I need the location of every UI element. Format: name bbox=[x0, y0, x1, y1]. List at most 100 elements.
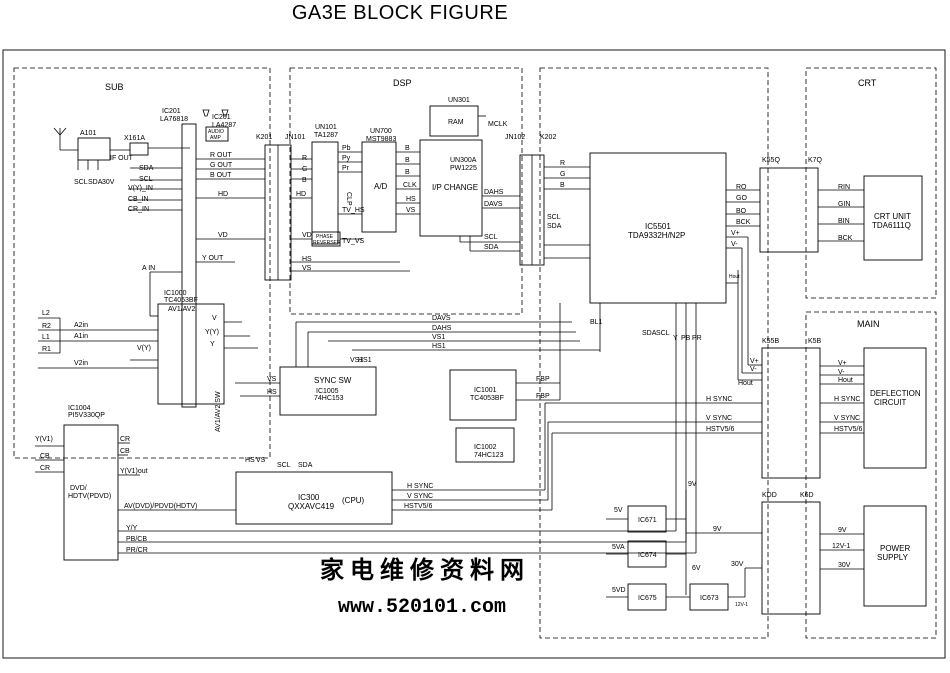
bin-label: BIN bbox=[838, 218, 850, 225]
un300a-box bbox=[419, 139, 483, 237]
watermark-url: www.520101.com bbox=[338, 596, 506, 619]
pbcb-label: PB/CB bbox=[126, 536, 147, 543]
ic300-cpu: (CPU) bbox=[342, 496, 365, 505]
v12-reg: 12V-1 bbox=[735, 602, 748, 608]
ip-change: I/P CHANGE bbox=[432, 183, 478, 192]
v12-power: 12V-1 bbox=[832, 543, 850, 550]
l1-label: L1 bbox=[42, 334, 50, 341]
scl-tda: SCL bbox=[656, 330, 670, 337]
k6d-label: K6D bbox=[800, 492, 814, 499]
v30-power: 30V bbox=[838, 562, 851, 569]
main-section bbox=[805, 311, 937, 639]
vplus-k55b: V+ bbox=[750, 358, 759, 365]
v5d-label: 5VD bbox=[612, 587, 626, 594]
k55b-label: K55B bbox=[762, 338, 779, 345]
ad-label: A/D bbox=[374, 182, 388, 191]
v30-pin: 30V bbox=[102, 179, 115, 186]
vs1-label: VS1 bbox=[350, 357, 363, 364]
v9-power: 9V bbox=[838, 527, 847, 534]
tda-section bbox=[539, 67, 769, 639]
vminus-k55b: V- bbox=[750, 366, 757, 373]
bck2-label: BCK bbox=[838, 235, 853, 242]
ic1005-box bbox=[279, 366, 377, 416]
ic201b-part: LA4287 bbox=[212, 122, 236, 129]
cr-out: CR bbox=[120, 436, 130, 443]
v-label: V bbox=[212, 315, 217, 322]
dsp-section bbox=[289, 67, 523, 315]
speaker-icon bbox=[202, 109, 229, 117]
ic1002-box bbox=[455, 427, 515, 463]
ic675-label: IC675 bbox=[638, 595, 657, 602]
gin-label: GIN bbox=[838, 201, 850, 208]
yy2-label: Y/Y bbox=[126, 525, 138, 532]
av-dvd: AV(DVD)/PDVD(HDTV) bbox=[124, 503, 197, 510]
power-box bbox=[863, 505, 927, 607]
dvd-1: DVD/ bbox=[70, 485, 87, 492]
un101-name: UN101 bbox=[315, 124, 337, 131]
hd-un101: HD bbox=[296, 191, 306, 198]
x161a-label: X161A bbox=[124, 135, 145, 142]
fbp-1: FBP bbox=[536, 376, 550, 383]
un700-name: UN700 bbox=[370, 128, 392, 135]
a101-box bbox=[77, 137, 111, 161]
k202-label: K202 bbox=[540, 134, 556, 141]
y-out: Y OUT bbox=[202, 255, 224, 262]
outer-frame bbox=[2, 49, 946, 659]
a-in: A IN bbox=[142, 265, 155, 272]
k201-label: K201 bbox=[256, 134, 272, 141]
vsync-main: V SYNC bbox=[834, 415, 860, 422]
un300a-name: UN300A bbox=[450, 157, 477, 164]
pr-label: Pr bbox=[342, 165, 350, 172]
tv-vs: TV_VS bbox=[342, 238, 365, 245]
r-out: R OUT bbox=[210, 152, 233, 159]
vy-in: V(Y)_IN bbox=[128, 185, 153, 192]
ic1000-part: TC4053BF bbox=[164, 297, 198, 304]
hstv-main: HSTV5/6 bbox=[834, 426, 863, 433]
hsync-left: H SYNC bbox=[706, 396, 732, 403]
r1-label: R1 bbox=[42, 346, 51, 353]
k55q-connector bbox=[759, 167, 819, 253]
ic201-box bbox=[181, 123, 197, 408]
ic1000-sub: AV1/AV2 bbox=[168, 306, 195, 313]
ic671-label: IC671 bbox=[638, 517, 657, 524]
sda-cpu: SDA bbox=[298, 462, 313, 469]
py-label: Py bbox=[342, 155, 351, 162]
ic1004-part: PI5V330QP bbox=[68, 412, 105, 419]
vs-ram: VS bbox=[406, 207, 416, 214]
antenna-icon bbox=[53, 127, 78, 151]
un700-box bbox=[361, 141, 397, 233]
ic201-name: IC201 bbox=[162, 108, 181, 115]
ic674-label: IC674 bbox=[638, 552, 657, 559]
scl-pin: SCL bbox=[74, 179, 88, 186]
scl-cpu: SCL bbox=[277, 462, 291, 469]
ic1005-name: IC1005 bbox=[316, 388, 339, 395]
dsp-label: DSP bbox=[393, 78, 412, 88]
audio-amp-2: AMP bbox=[210, 135, 222, 141]
sub-section bbox=[13, 67, 271, 459]
r-un101: R bbox=[302, 155, 307, 162]
ic1001-box bbox=[449, 369, 517, 421]
yv1out: Y(V1)out bbox=[120, 468, 148, 475]
bl1-label: BL1 bbox=[590, 319, 603, 326]
bo-label: BO bbox=[736, 208, 747, 215]
v5a-label: 5VA bbox=[612, 544, 625, 551]
v6-label: 6V bbox=[692, 565, 701, 572]
dahs-label: DAHS bbox=[484, 189, 504, 196]
hstv-cpu: HSTV5/6 bbox=[404, 503, 433, 510]
v30-reg: 30V bbox=[731, 561, 744, 568]
v2in-label: V2in bbox=[74, 360, 88, 367]
sda-dsp: SDA bbox=[484, 244, 499, 251]
crt-unit-2: TDA6111Q bbox=[872, 221, 911, 230]
scl-k202: SCL bbox=[547, 214, 561, 221]
ic300-box bbox=[235, 471, 393, 525]
ic1001-name: IC1001 bbox=[474, 387, 497, 394]
ram-label: RAM bbox=[448, 119, 464, 126]
if-out: IF OUT bbox=[110, 155, 134, 162]
crt-unit-box bbox=[863, 175, 923, 261]
vminus-main: V- bbox=[838, 369, 845, 376]
vd-un101: VD bbox=[302, 232, 312, 239]
jn102-label: JN102 bbox=[505, 134, 525, 141]
un101-part: TA1287 bbox=[314, 132, 338, 139]
un301-label: UN301 bbox=[448, 97, 470, 104]
sda-k202: SDA bbox=[547, 223, 562, 230]
